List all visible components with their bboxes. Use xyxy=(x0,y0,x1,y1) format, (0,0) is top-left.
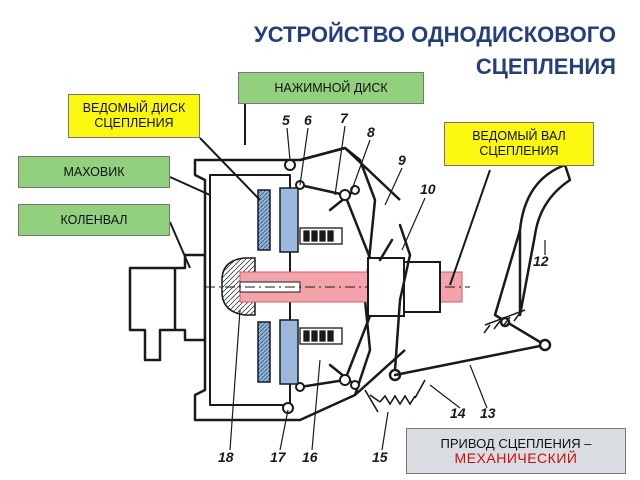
part-number-9: 9 xyxy=(398,152,406,168)
label-crankshaft-text: КОЛЕНВАЛ xyxy=(60,212,128,227)
label-clutch-drive-line1: ПРИВОД СЦЕПЛЕНИЯ – xyxy=(440,436,592,451)
leader-lines xyxy=(169,104,491,286)
lever-pivots xyxy=(282,159,360,414)
part-number-8: 8 xyxy=(367,124,375,140)
label-pressure-plate-text: НАЖИМНОЙ ДИСК xyxy=(274,80,388,95)
label-clutch-drive: ПРИВОД СЦЕПЛЕНИЯ – МЕХАНИЧЕСКИЙ xyxy=(406,428,626,474)
part-number-6: 6 xyxy=(304,112,312,128)
part-number-18: 18 xyxy=(218,449,234,465)
label-flywheel-text: МАХОВИК xyxy=(63,164,125,179)
label-crankshaft: КОЛЕНВАЛ xyxy=(18,204,170,236)
return-spring xyxy=(364,379,426,413)
part-number-16: 16 xyxy=(302,449,318,465)
pedal-mount xyxy=(483,309,526,334)
part-number-12: 12 xyxy=(533,253,549,269)
diagram-title-line1: УСТРОЙСТВО ОДНОДИСКОВОГО xyxy=(254,22,616,47)
label-driven-shaft-line1: ВЕДОМЫЙ ВАЛ xyxy=(472,129,566,143)
label-driven-disc-line1: ВЕДОМЫЙ ДИСК xyxy=(82,101,186,115)
label-driven-shaft: ВЕДОМЫЙ ВАЛ СЦЕПЛЕНИЯ xyxy=(444,122,594,166)
label-driven-disc: ВЕДОМЫЙ ДИСК СЦЕПЛЕНИЯ xyxy=(68,94,200,138)
label-driven-shaft-line2: СЦЕПЛЕНИЯ xyxy=(479,144,559,158)
part-number-5: 5 xyxy=(282,112,290,128)
part-number-17: 17 xyxy=(270,449,287,465)
label-flywheel: МАХОВИК xyxy=(18,156,170,188)
number-leaders xyxy=(229,125,546,451)
driven-disc-lower xyxy=(257,321,271,383)
driven-disc-upper xyxy=(257,189,271,251)
part-number-7: 7 xyxy=(340,110,349,126)
part-number-15: 15 xyxy=(372,449,388,465)
pressure-springs xyxy=(299,227,343,345)
label-driven-disc-line2: СЦЕПЛЕНИЯ xyxy=(94,116,174,130)
pressure-plate-upper xyxy=(279,187,299,253)
crankshaft-shape xyxy=(128,253,207,362)
part-number-10: 10 xyxy=(420,181,436,197)
label-pressure-plate: НАЖИМНОЙ ДИСК xyxy=(238,72,424,104)
part-number-14: 14 xyxy=(450,405,466,421)
diagram-title-line2: СЦЕПЛЕНИЯ xyxy=(475,54,616,79)
label-clutch-drive-line2: МЕХАНИЧЕСКИЙ xyxy=(454,450,578,466)
part-numbers: 5 6 7 8 9 10 12 13 14 15 16 17 18 xyxy=(218,110,549,465)
pressure-plate-lower xyxy=(279,319,299,385)
release-bearing xyxy=(367,257,441,317)
part-number-13: 13 xyxy=(480,405,496,421)
